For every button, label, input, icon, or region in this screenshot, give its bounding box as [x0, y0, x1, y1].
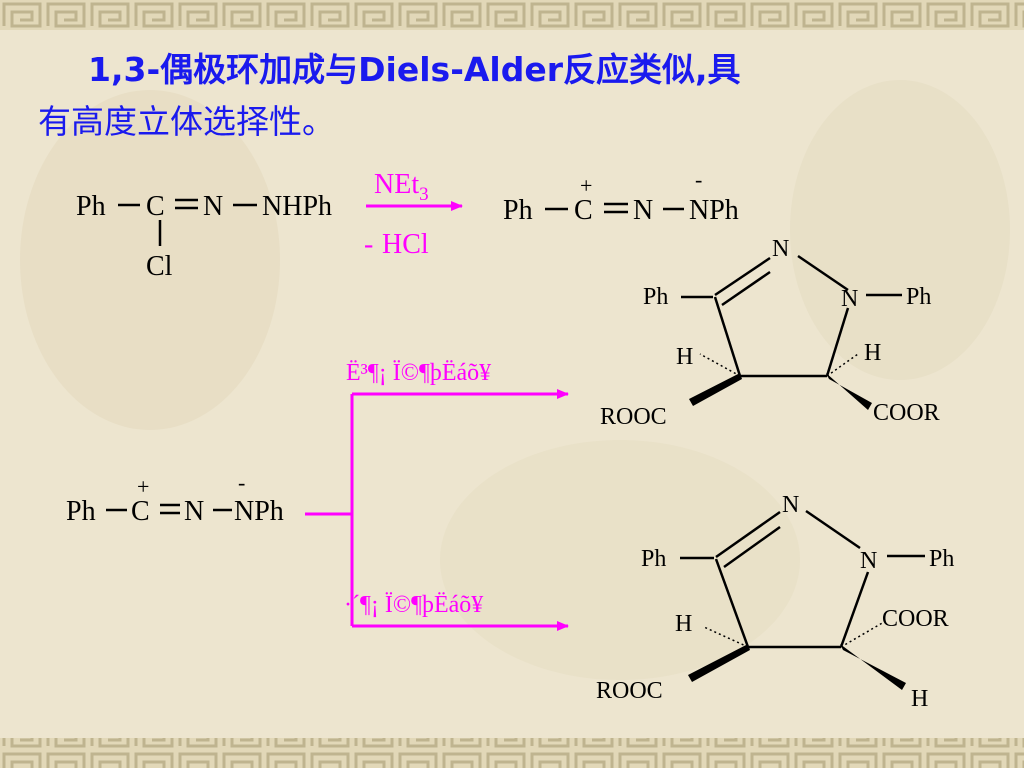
p1-ph: Ph [503, 195, 533, 226]
reaction1-reactant: Ph C N NHPh Cl [76, 191, 332, 282]
r1-n1: N [203, 191, 223, 222]
trans-ph-left: Ph [641, 546, 666, 572]
trans-ester-left: ROOC [596, 678, 663, 704]
reaction1-product: Ph + C N - NPh [503, 167, 739, 226]
slide-heading: 1,3-偶极环加成与Diels-Alder反应类似,具 有高度立体选择性。 [38, 44, 918, 148]
reagent-net3: NEt3 [374, 169, 429, 205]
d-carbon: C [131, 496, 150, 527]
r1-ph: Ph [76, 191, 106, 222]
p1-minus: - [695, 167, 702, 192]
reaction2-dipole: Ph + C N - NPh [66, 470, 284, 527]
cis-h-left: H [676, 344, 693, 370]
d-ph: Ph [66, 496, 96, 527]
cis-ph-right: Ph [906, 284, 931, 310]
cis-n-right: N [841, 286, 858, 312]
branch-bottom-label: ·´¶¡ Ï©¶þËáõ¥ [344, 592, 483, 618]
trans-ph-right: Ph [929, 546, 954, 572]
d-plus: + [137, 474, 149, 499]
cis-ester-left: ROOC [600, 404, 667, 430]
trans-ester-right: COOR [882, 606, 949, 632]
p1-nph: NPh [689, 195, 739, 226]
trans-n-right: N [860, 548, 877, 574]
trans-n-top: N [782, 492, 799, 518]
heading-line-1: 1,3-偶极环加成与Diels-Alder反应类似,具 [88, 50, 741, 89]
trans-h-bottom: H [911, 686, 928, 712]
product-trans: N N Ph Ph H COOR ROOC H [596, 492, 954, 712]
heading-line-2: 有高度立体选择性。 [38, 102, 335, 141]
d-minus: - [238, 470, 245, 495]
cis-ester-right: COOR [873, 400, 940, 426]
product-cis: N N Ph Ph H H ROOC COOR [600, 236, 940, 430]
top-border [0, 0, 1024, 30]
r1-chlorine: Cl [146, 251, 173, 282]
reagent-minus: - [364, 229, 373, 260]
r1-nhph: NHPh [262, 191, 332, 222]
d-nph: NPh [234, 496, 284, 527]
trans-h-left: H [675, 611, 692, 637]
branch-top-label: Ë³¶¡ Ï©¶þËáõ¥ [346, 360, 491, 386]
p1-carbon: C [574, 195, 593, 226]
d-n1: N [184, 496, 204, 527]
r1-carbon: C [146, 191, 165, 222]
reagent-hcl: HCl [382, 229, 429, 260]
cis-n-top: N [772, 236, 789, 262]
cis-ph-left: Ph [643, 284, 668, 310]
p1-plus: + [580, 173, 592, 198]
cis-h-right: H [864, 340, 881, 366]
reaction1-arrow: NEt3 - HCl [364, 169, 463, 260]
branch-arrows [305, 389, 569, 631]
bottom-border [0, 738, 1024, 768]
p1-n1: N [633, 195, 653, 226]
